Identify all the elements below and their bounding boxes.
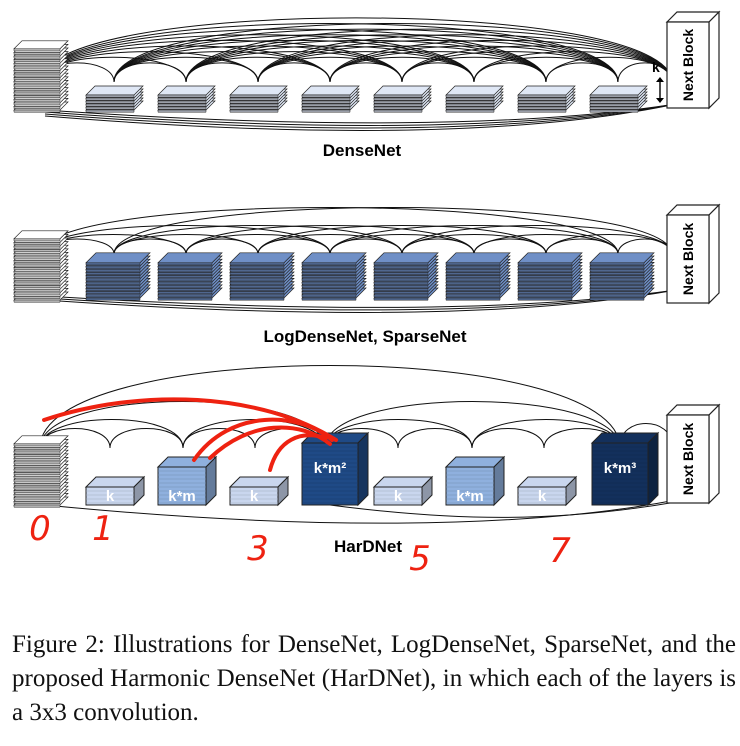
layer-block: [373, 252, 439, 301]
layer-block: [157, 252, 223, 301]
skip-lines: [44, 499, 677, 524]
layer-label: k: [394, 488, 403, 505]
next-block-label: Next Block: [680, 223, 696, 296]
figure-caption: Figure 2: Illustrations for DenseNet, Lo…: [12, 631, 736, 726]
layer-block: [300, 431, 370, 507]
layer-block: [444, 455, 506, 507]
hardnet-panel: k k*m k k*m² k k*m k k*m³ Next Block 0 1 3 5 7 HarDNet: [13, 365, 721, 579]
layer-block: [445, 252, 511, 301]
layer-block: [229, 85, 288, 113]
layer-block: [85, 252, 151, 301]
layer-block: [517, 85, 576, 113]
layer-block: [372, 475, 434, 507]
layer-block: [590, 431, 660, 507]
next-block: Next Block: [665, 403, 721, 505]
next-block: Next Block: [665, 203, 721, 305]
panel-title: LogDenseNet, SparseNet: [263, 327, 466, 346]
layer-block: [589, 252, 655, 301]
input-block: [13, 435, 69, 508]
input-block: [13, 40, 69, 113]
handwritten-number: 3: [247, 529, 269, 569]
layer-block: [156, 455, 218, 507]
layer-block: [157, 85, 216, 113]
panel-title: HarDNet: [334, 537, 402, 556]
next-block-label: Next Block: [680, 423, 696, 496]
layer-label: k*m³: [604, 460, 637, 477]
layer-label: k: [106, 488, 115, 505]
layer-block: [445, 85, 504, 113]
layer-block: [517, 252, 583, 301]
next-block-label: Next Block: [680, 29, 696, 102]
k-arrow-down: [656, 98, 664, 103]
k-label: k: [652, 59, 660, 75]
layer-label: k*m: [168, 488, 196, 505]
layer-block: [301, 85, 360, 113]
layer-block: [229, 252, 295, 301]
layer-block: [228, 475, 290, 507]
red-annotations: 0 1 3 5 7: [29, 397, 571, 579]
connection-arcs: [39, 17, 673, 83]
skip-lines: [44, 103, 677, 131]
next-block: Next Block: [665, 10, 721, 110]
layer-label: k: [538, 488, 547, 505]
panel-title: DenseNet: [323, 141, 402, 160]
layer-block: [301, 252, 367, 301]
layer-label: k: [250, 488, 259, 505]
layer-block: [85, 85, 144, 113]
connection-arcs: [39, 207, 673, 255]
handwritten-number: 5: [409, 539, 431, 579]
handwritten-number: 7: [549, 531, 571, 571]
handwritten-number: 1: [92, 509, 114, 549]
layer-label: k*m²: [314, 460, 347, 477]
layer-block: [84, 475, 146, 507]
layer-block: [516, 475, 578, 507]
handwritten-number: 0: [29, 509, 51, 549]
layer-block: [589, 85, 648, 113]
layer-block: [373, 85, 432, 113]
layer-label: k*m: [456, 488, 484, 505]
k-arrow-up: [656, 77, 664, 82]
input-block: [13, 230, 69, 303]
